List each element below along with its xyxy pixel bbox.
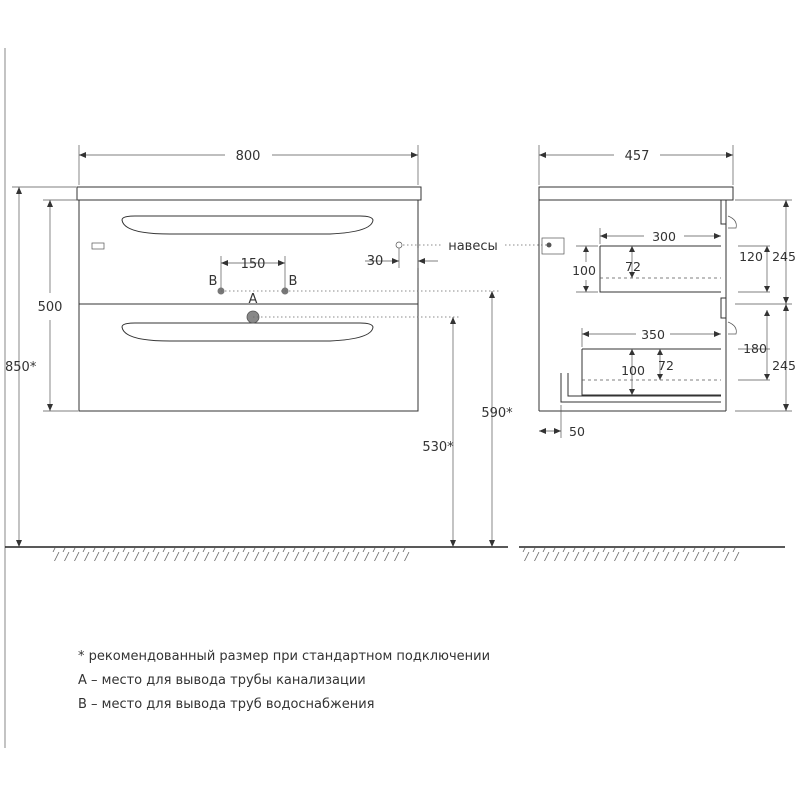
- pipe-spacing-label: 150: [241, 257, 266, 272]
- width-label: 800: [236, 149, 261, 164]
- drain-height-label: 530*: [422, 440, 454, 455]
- note-b: В – место для вывода труб водоснабжения: [78, 697, 375, 712]
- hinge-callout-label: навесы: [448, 239, 498, 254]
- top-drawer-handle: [121, 215, 374, 235]
- body-height-label: 500: [38, 300, 63, 315]
- bottom-section-label: 245: [772, 358, 796, 373]
- bottom-drawer-handle: [121, 322, 374, 342]
- water-height-label: 590*: [481, 406, 513, 421]
- note-recommended: * рекомендованный размер при стандартном…: [78, 649, 491, 664]
- side-dimensions: [538, 145, 792, 438]
- hinge-offset-label: 30: [367, 254, 384, 269]
- top-drawer-height-label: 100: [572, 263, 596, 278]
- back-offset-label: 50: [569, 424, 585, 439]
- top-drawer-depth-label: 300: [652, 229, 676, 244]
- bottom-drawer-depth-label: 350: [641, 327, 665, 342]
- front-dimensions: [12, 145, 548, 547]
- legend-notes: * рекомендованный размер при стандартном…: [78, 645, 490, 717]
- depth-label: 457: [625, 149, 650, 164]
- note-a: А – место для вывода трубы канализации: [78, 673, 366, 688]
- bottom-drawer-front-label: 180: [743, 341, 767, 356]
- label-b-left: B: [209, 274, 218, 289]
- bottom-profile: [560, 373, 721, 403]
- top-drawer-front-label: 120: [739, 249, 763, 264]
- top-section-label: 245: [772, 249, 796, 264]
- cabinet-body: [78, 199, 419, 412]
- top-drawer-box: [599, 245, 721, 293]
- hinge-bracket: [541, 237, 565, 255]
- side-countertop: [538, 186, 734, 201]
- right-hinge-mark: [395, 241, 403, 249]
- bottom-drawer-inner-label: 72: [658, 358, 674, 373]
- total-height-label: 850*: [5, 360, 37, 375]
- countertop: [76, 186, 422, 201]
- label-a: A: [249, 292, 258, 307]
- label-b-right: B: [289, 274, 298, 289]
- bottom-drawer-height-label: 100: [621, 363, 645, 378]
- bottom-drawer-box: [581, 348, 721, 396]
- top-drawer-inner-label: 72: [625, 259, 641, 274]
- side-view-cabinet: [538, 186, 737, 412]
- floor: [5, 546, 785, 561]
- left-hinge-mark: [91, 242, 105, 250]
